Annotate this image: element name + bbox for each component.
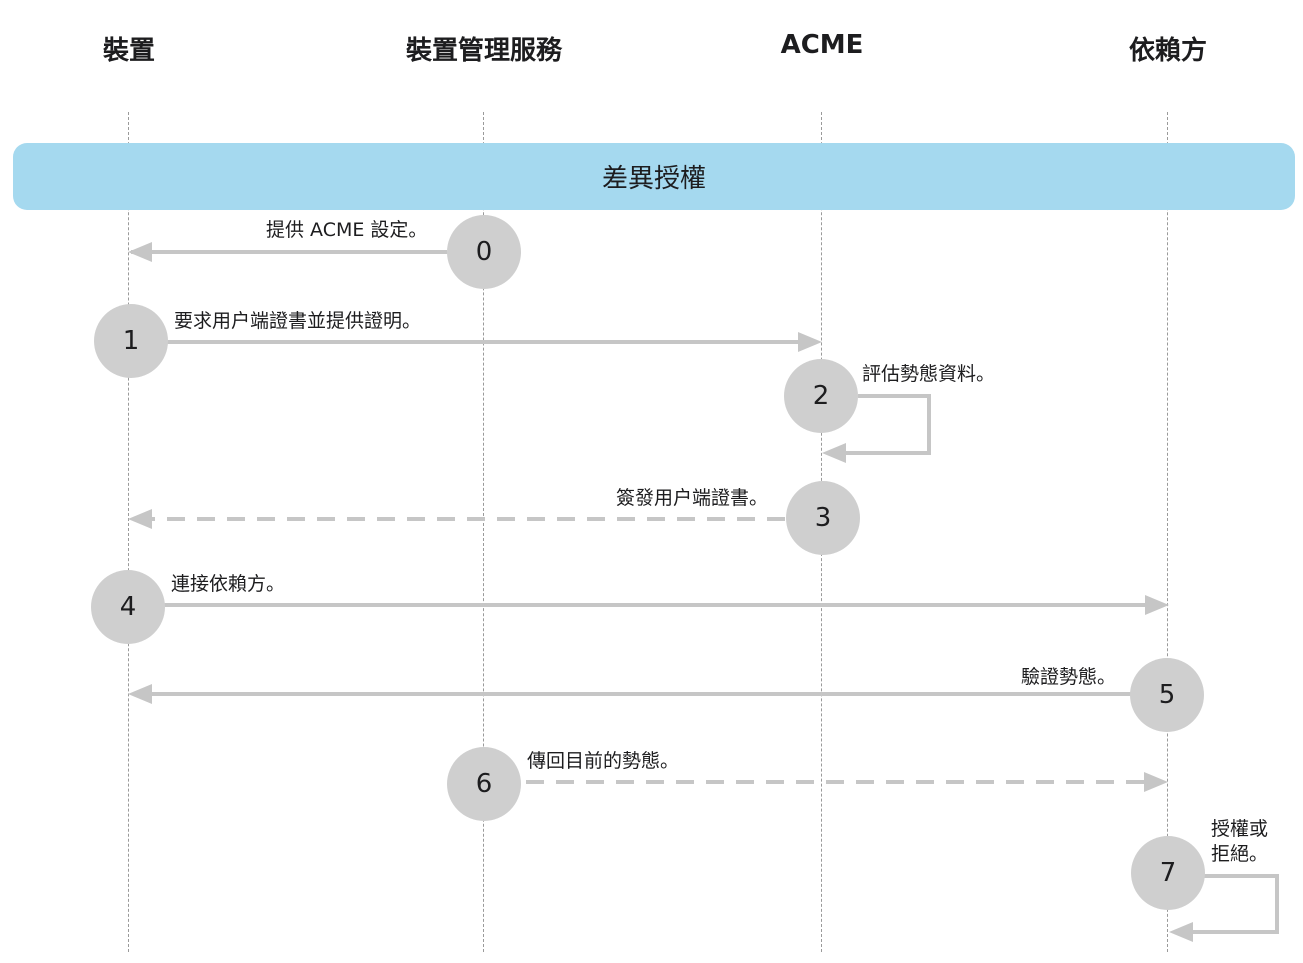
step-marker-6: 6 — [447, 747, 521, 821]
arrowhead-step-7 — [1169, 922, 1193, 942]
step-label-6: 傳回目前的勢態。 — [527, 750, 680, 772]
step-marker-0: 0 — [447, 215, 521, 289]
arrowhead-step-5 — [128, 684, 152, 704]
step-marker-2: 2 — [784, 359, 858, 433]
step-number: 0 — [475, 237, 493, 267]
lane-title-relying-party: 依賴方 — [1128, 36, 1207, 66]
arrowhead-step-1 — [798, 332, 822, 352]
arrowhead-step-6 — [1144, 772, 1168, 792]
lane-title-acme: ACME — [780, 30, 864, 60]
arrow-step-2 — [845, 394, 931, 455]
step-marker-5: 5 — [1130, 658, 1204, 732]
lifeline-device-management-service — [483, 112, 484, 952]
step-label-5: 驗證勢態。 — [1021, 666, 1117, 688]
arrowhead-step-3 — [128, 509, 152, 529]
step-label-3: 簽發用户端證書。 — [616, 487, 769, 509]
arrowhead-step-0 — [128, 242, 152, 262]
arrowhead-step-4 — [1145, 595, 1169, 615]
step-label-0: 提供 ACME 設定。 — [266, 219, 428, 241]
step-number: 7 — [1159, 858, 1177, 888]
lane-title-device-management-service: 裝置管理服務 — [405, 36, 562, 66]
step-number: 5 — [1158, 680, 1176, 710]
arrow-step-7 — [1193, 874, 1279, 934]
step-marker-4: 4 — [91, 570, 165, 644]
lifeline-device — [128, 112, 129, 952]
step-number: 3 — [814, 503, 832, 533]
step-marker-1: 1 — [94, 304, 168, 378]
phase-banner: 差異授權 — [13, 143, 1295, 210]
step-marker-3: 3 — [786, 481, 860, 555]
phase-banner-title: 差異授權 — [601, 164, 706, 194]
lane-title-device: 裝置 — [102, 36, 155, 66]
step-number: 6 — [475, 769, 493, 799]
lifeline-relying-party — [1167, 112, 1168, 952]
step-label-4: 連接依賴方。 — [171, 573, 286, 595]
step-number: 4 — [119, 592, 137, 622]
step-label-1: 要求用户端證書並提供證明。 — [174, 310, 422, 332]
step-number: 1 — [122, 326, 140, 356]
step-marker-7: 7 — [1131, 836, 1205, 910]
step-number: 2 — [812, 381, 830, 411]
arrowhead-step-2 — [822, 443, 846, 463]
step-label-2: 評估勢態資料。 — [862, 363, 996, 385]
step-label-7: 授權或 拒絕。 — [1211, 818, 1269, 865]
